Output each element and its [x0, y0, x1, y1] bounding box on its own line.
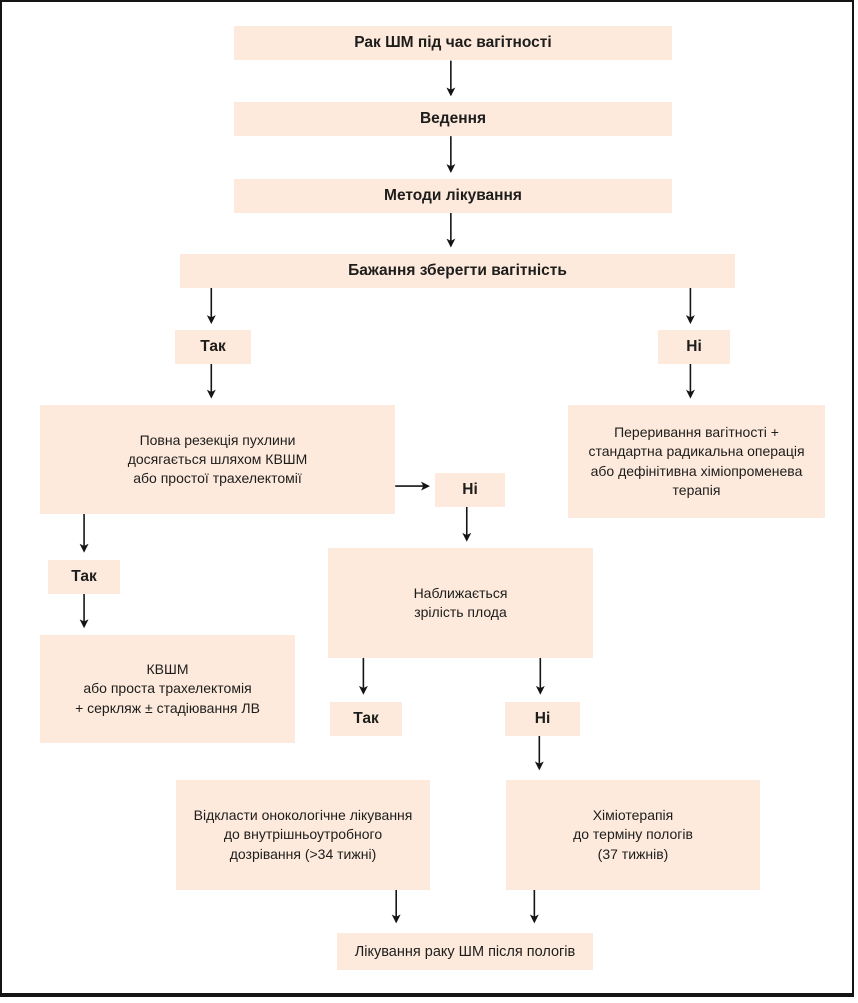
node-delay-oncology-treatment: Відкласти онокологічне лікування до внут… — [176, 780, 430, 890]
node-postpartum-treatment: Лікування раку ШМ після пологів — [337, 933, 593, 970]
node-conization-trachelectomy: КВШМ або проста трахелектомія + серкляж … — [40, 635, 295, 743]
node-management: Ведення — [234, 102, 672, 136]
node-resection-no: Ні — [435, 473, 505, 507]
node-maturity-no: Ні — [505, 702, 580, 736]
node-chemotherapy: Хіміотерапія до терміну пологів (37 тижн… — [506, 780, 760, 890]
node-full-resection: Повна резекція пухлини досягається шляхо… — [40, 405, 395, 514]
node-preserve-pregnancy: Бажання зберегти вагітність — [180, 254, 735, 288]
node-preserve-yes: Так — [175, 330, 251, 364]
node-start: Рак ШМ під час вагітності — [234, 26, 672, 60]
node-maturity-yes: Так — [330, 702, 402, 736]
node-treatment-methods: Методи лікування — [234, 179, 672, 213]
node-fetal-maturity: Наближається зрілість плода — [328, 548, 593, 658]
node-preserve-no: Ні — [658, 330, 730, 364]
node-termination: Переривання вагітності + стандартна ради… — [568, 405, 825, 518]
node-resection-yes: Так — [48, 560, 120, 594]
